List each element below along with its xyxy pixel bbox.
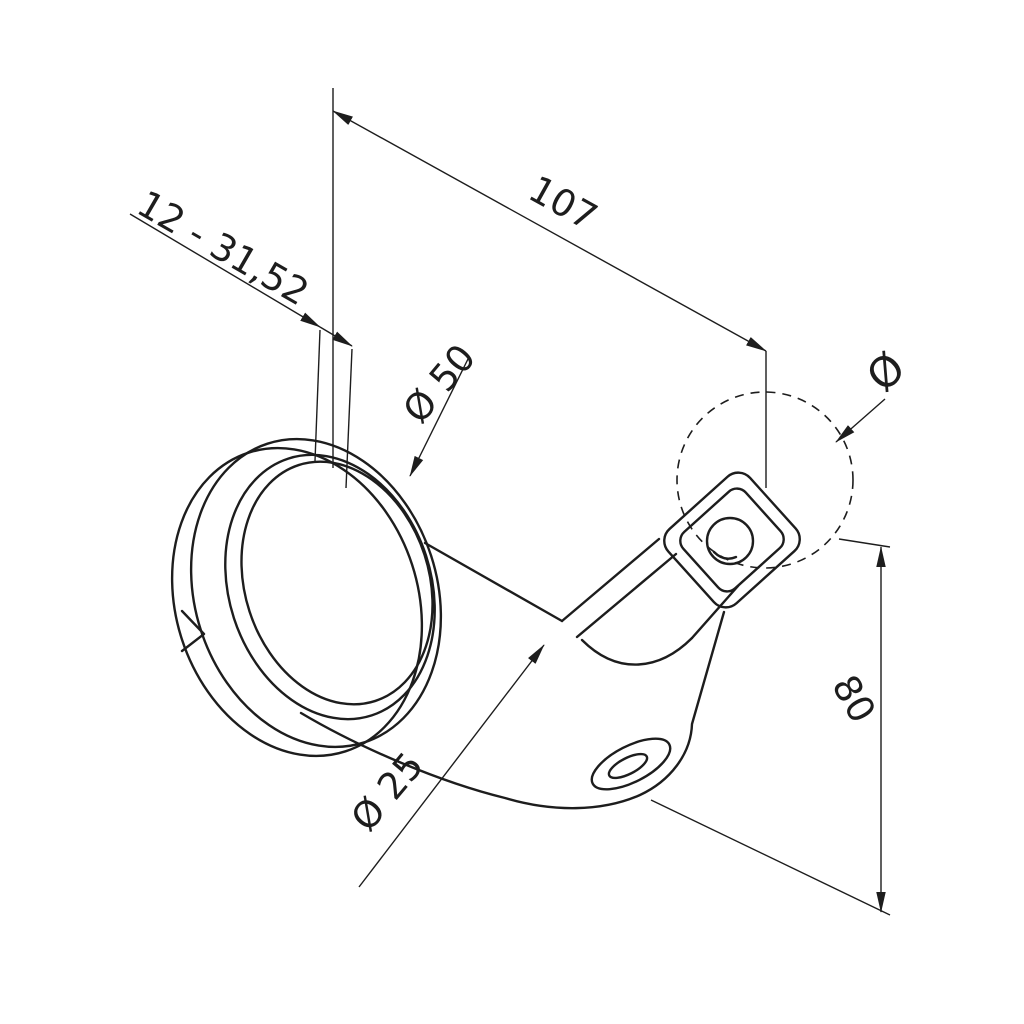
flange-back-ellipse <box>170 446 424 758</box>
label-rail-diameter: Ø <box>857 343 915 401</box>
tube-top-line <box>423 541 564 623</box>
range-ext-line-2 <box>345 348 353 489</box>
bracket-part <box>170 437 801 810</box>
tube-bottom-outline <box>299 610 726 810</box>
label-flange-diameter: Ø 50 <box>395 336 484 431</box>
slot-hole-inner <box>607 752 649 780</box>
dim-line-range-2 <box>319 326 353 347</box>
rail-ghost-circle <box>676 391 854 569</box>
range-ext-line-1 <box>314 329 321 462</box>
ext-line-80-bottom <box>650 799 891 916</box>
flange-groove-ellipse <box>224 453 436 721</box>
leader-tube-dia <box>358 644 545 888</box>
ext-line-80-top <box>838 538 891 548</box>
leader-rail-dia <box>835 398 886 443</box>
label-tube-diameter: Ø 25 <box>343 744 432 839</box>
flange-edge-notch <box>180 609 206 653</box>
label-range: 12 - 31,52 <box>130 182 316 314</box>
dimension-annotations <box>129 88 891 916</box>
flange-face-ellipse <box>240 460 434 706</box>
slot-hole <box>590 737 672 791</box>
saddle-left-wall <box>560 537 661 623</box>
dim-line-length <box>332 110 767 352</box>
label-height: 80 <box>823 668 884 730</box>
saddle-inner-wall <box>575 552 678 639</box>
saddle-right-inner-edge <box>690 584 740 640</box>
cap-outer-square <box>663 471 801 609</box>
cap-screw-hole <box>705 516 755 566</box>
label-length: 107 <box>522 167 605 239</box>
leader-flange-dia <box>409 356 470 477</box>
saddle-channel-curve <box>580 636 694 666</box>
dim-line-range <box>129 213 321 328</box>
